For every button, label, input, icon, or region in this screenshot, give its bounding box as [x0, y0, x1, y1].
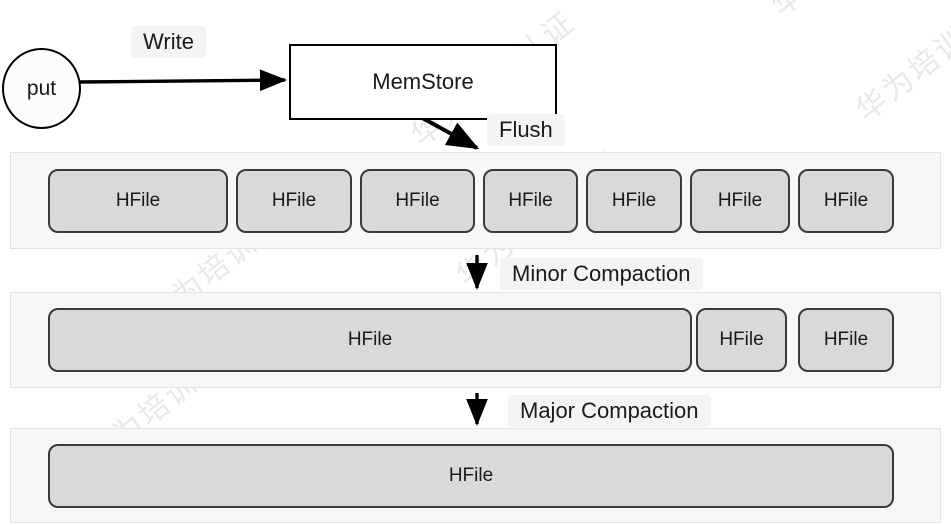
- major-compaction-edge-label: Major Compaction: [508, 395, 711, 427]
- hfile-label: HFile: [717, 189, 763, 211]
- write-arrow: [77, 69, 288, 92]
- hfile-label: HFile: [823, 329, 869, 350]
- hfile-label: HFile: [395, 189, 440, 211]
- hfile-box: HFile: [236, 168, 352, 233]
- hfile-label: HFile: [611, 189, 657, 211]
- hfile-box: HFile: [798, 168, 894, 233]
- hfile-box: HFile: [798, 308, 894, 372]
- hfile-box: HFile: [696, 308, 787, 372]
- hfile-label: HFile: [271, 189, 317, 211]
- hfile-box: HFile: [586, 168, 682, 233]
- write-edge-label: Write: [131, 26, 206, 58]
- put-node-label: put: [26, 76, 57, 100]
- hfile-box: HFile: [690, 168, 790, 233]
- hfile-row-after-flush: HFile HFile HFile HFile HFile HFile HFile: [10, 152, 941, 249]
- hfile-label: HFile: [115, 189, 161, 211]
- minor-compaction-edge-label: Minor Compaction: [500, 258, 703, 290]
- hfile-label: HFile: [719, 329, 764, 350]
- hfile-row-after-major-compaction: HFile: [10, 428, 941, 523]
- hfile-label: HFile: [508, 189, 553, 211]
- put-node: put: [2, 48, 81, 129]
- watermark-text: 华为培训认证: [760, 0, 943, 25]
- hfile-label: HFile: [347, 329, 393, 350]
- watermark-text: 华为培训认证: [849, 0, 951, 129]
- hfile-box: HFile: [360, 168, 475, 233]
- hfile-label: HFile: [823, 189, 869, 211]
- hfile-box: HFile: [48, 168, 228, 233]
- hfile-box: HFile: [48, 443, 894, 508]
- memstore-label: MemStore: [372, 69, 474, 94]
- hfile-label: HFile: [448, 464, 494, 486]
- hfile-box: HFile: [483, 168, 578, 233]
- flush-edge-label: Flush: [487, 114, 565, 146]
- hfile-box: HFile: [48, 308, 692, 372]
- hfile-row-after-minor-compaction: HFile HFile HFile: [10, 292, 941, 388]
- memstore-box: MemStore: [289, 44, 557, 120]
